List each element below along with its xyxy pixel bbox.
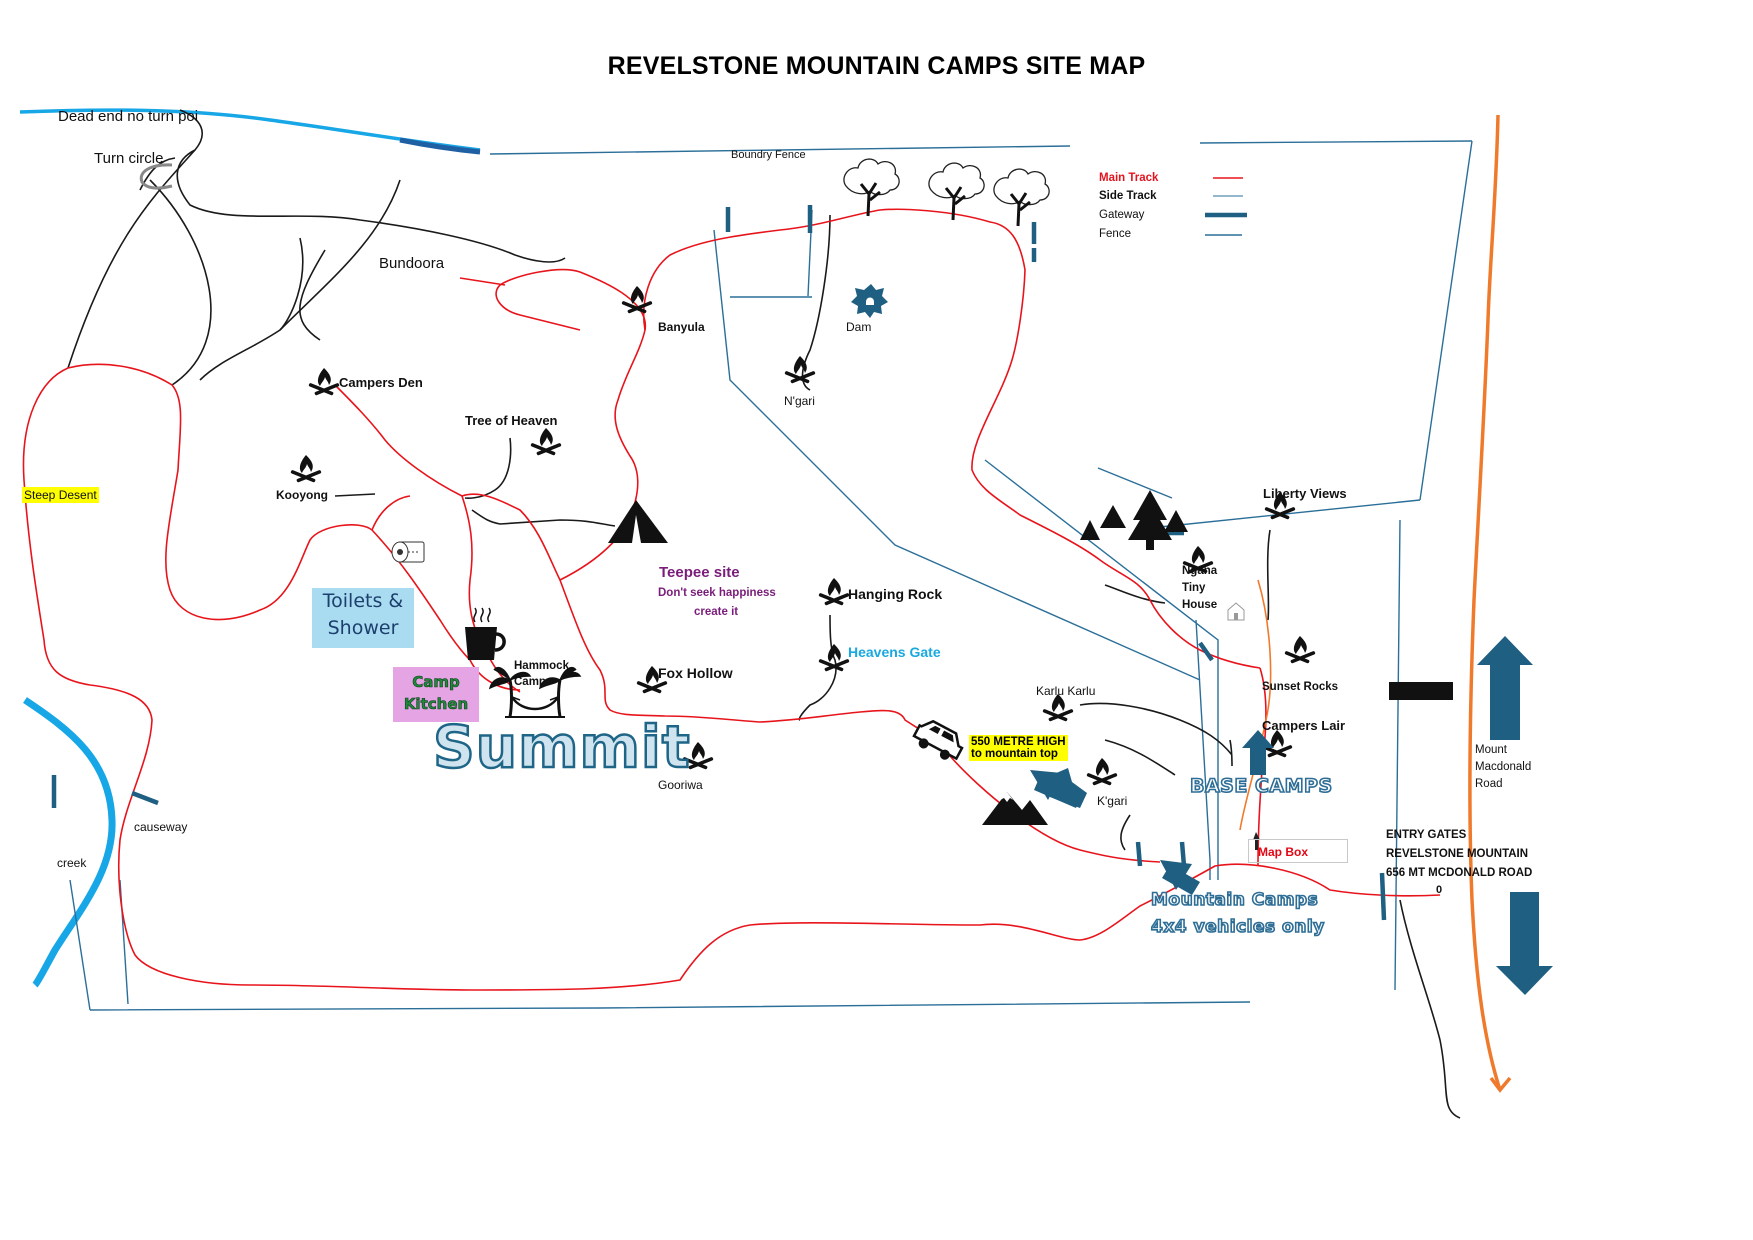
label-kgari: K'gari: [1097, 794, 1128, 808]
label-revelstone-mountain: REVELSTONE MOUNTAIN: [1386, 848, 1529, 860]
label-causeway: causeway: [134, 820, 188, 834]
label-dam: Dam: [846, 320, 872, 334]
turn-circle: [139, 163, 173, 190]
fence-lines: [69, 140, 1473, 1011]
kitchen-line-2: Kitchen: [403, 695, 469, 714]
pine-trees-icon: [1080, 490, 1188, 550]
label-ngana-3: House: [1182, 599, 1218, 611]
height-note: 550 METRE HIGH to mountain top: [969, 735, 1068, 761]
label-mountain-camps-2: 4x4 vehicles only: [1150, 916, 1325, 938]
entry-gate-bar: [1389, 682, 1453, 700]
label-teepee-quote-1: Don't seek happiness: [658, 587, 776, 599]
tree-icon: [842, 157, 1051, 228]
label-hanging-rock: Hanging Rock: [848, 586, 943, 602]
label-ngari: N'gari: [784, 394, 815, 408]
toilets-line-2: Shower: [327, 617, 399, 639]
toilets-line-1: Toilets &: [322, 590, 404, 612]
legend-lines: [1205, 177, 1247, 236]
label-teepee-site: Teepee site: [659, 564, 740, 581]
label-mount-road-3: Road: [1475, 778, 1503, 790]
label-entry-gates: ENTRY GATES: [1386, 829, 1467, 841]
label-summit: Summit: [432, 712, 691, 783]
label-turn-circle: Turn circle: [94, 150, 164, 167]
car-icon: [912, 719, 964, 761]
label-teepee-quote-2: create it: [694, 606, 739, 618]
label-hammock-camp-2: Camp: [514, 676, 546, 688]
mount-macdonald-road: [1468, 114, 1502, 1091]
side-tracks: [67, 109, 1461, 1119]
map-box: Map Box: [1248, 839, 1348, 863]
label-mount-road-2: Macdonald: [1475, 761, 1532, 773]
label-ngana-1: Ngana: [1182, 565, 1218, 577]
main-track: [22, 208, 1441, 991]
legend-side-track: Side Track: [1099, 190, 1157, 202]
label-fox-hollow: Fox Hollow: [658, 665, 733, 681]
hammock-icon: [488, 667, 582, 718]
label-gooriwa: Gooriwa: [658, 778, 703, 792]
label-mount-road-1: Mount: [1475, 744, 1507, 756]
label-dead-end: Dead end no turn poi: [58, 108, 199, 125]
label-base-camps: BASE CAMPS: [1189, 774, 1333, 798]
label-hammock-camp-1: Hammock: [514, 660, 569, 672]
arrow-icon: [1030, 636, 1553, 995]
label-bundoora: Bundoora: [379, 255, 445, 272]
gateway-icon: [51, 205, 1387, 921]
orange-base-track: [1239, 579, 1272, 831]
label-banyula: Banyula: [658, 320, 705, 334]
label-mountain-camps-1: Mountain Camps: [1150, 889, 1319, 911]
house-icon: [1227, 602, 1245, 621]
label-heavens-gate: Heavens Gate: [848, 644, 941, 660]
label-campers-lair: Campers Lair: [1262, 718, 1346, 733]
legend-main-track: Main Track: [1099, 172, 1159, 184]
label-campers-den: Campers Den: [339, 375, 423, 390]
creek-river: [23, 697, 116, 988]
label-steep-descent: Steep Desent: [22, 487, 99, 503]
label-sunset-rocks: Sunset Rocks: [1262, 681, 1339, 693]
legend-fence: Fence: [1099, 228, 1131, 240]
camp-kitchen-box: Camp Kitchen: [393, 667, 479, 722]
label-karlu-karlu: Karlu Karlu: [1036, 684, 1096, 698]
label-ngana-2: Tiny: [1182, 582, 1206, 594]
label-kooyong: Kooyong: [276, 488, 328, 502]
mountain-icon: [982, 792, 1048, 825]
toilets-shower-box: Toilets & Shower: [312, 588, 414, 648]
kitchen-line-1: Camp: [412, 673, 460, 692]
label-creek: creek: [57, 856, 87, 870]
legend-gateway: Gateway: [1099, 209, 1145, 221]
label-tree-of-heaven: Tree of Heaven: [465, 413, 558, 428]
label-liberty-views: Liberty Views: [1263, 486, 1347, 501]
toilet-roll-icon: [391, 541, 425, 563]
tent-icon: [608, 500, 668, 543]
label-entry-marker: 0: [1436, 884, 1443, 896]
dam-icon: [851, 284, 888, 318]
label-address: 656 MT MCDONALD ROAD: [1386, 867, 1533, 879]
coffee-cup-icon: [465, 607, 506, 660]
label-boundary-fence: Boundry Fence: [731, 149, 806, 161]
page-title: REVELSTONE MOUNTAIN CAMPS SITE MAP: [607, 52, 1146, 80]
